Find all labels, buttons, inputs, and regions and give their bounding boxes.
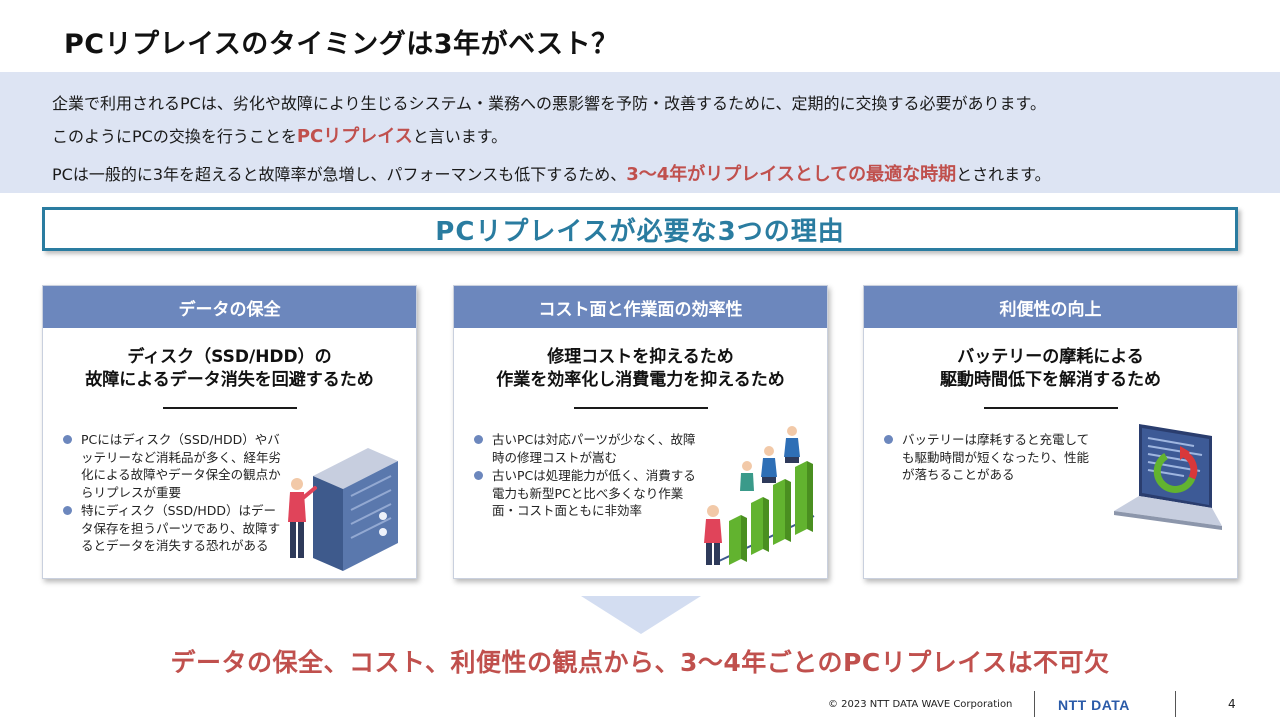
card-convenience: 利便性の向上 バッテリーの摩耗による 駆動時間低下を解消するため バッテリーは摩… [863, 285, 1238, 579]
bullet-item: 古いPCは処理能力が低く、消費する電力も新型PCと比べ多くなり作業面・コスト面と… [474, 467, 699, 520]
ntt-data-logo: NTT DATA [1058, 697, 1130, 713]
bullet-item: バッテリーは摩耗すると充電しても駆動時間が短くなったり、性能が落ちることがある [884, 431, 1094, 484]
card-header: 利便性の向上 [864, 286, 1237, 328]
intro-line-2: このようにPCの交換を行うことをPCリプレイスと言います。 [52, 122, 507, 148]
server-person-icon [288, 448, 398, 571]
card-bullet-list: PCにはディスク（SSD/HDD）やバッテリーなど消耗品が多く、経年劣化による故… [63, 431, 288, 556]
reasons-banner: PCリプレイスが必要な3つの理由 [42, 207, 1238, 251]
card-subtitle: バッテリーの摩耗による 駆動時間低下を解消するため [864, 346, 1237, 392]
page-number: 4 [1228, 697, 1236, 711]
intro-line-2-post: と言います。 [412, 127, 508, 146]
bullet-dot-icon [884, 435, 893, 444]
slide-title: PCリプレイスのタイミングは3年がベスト？ [64, 29, 619, 60]
bullet-text: PCにはディスク（SSD/HDD）やバッテリーなど消耗品が多く、経年劣化による故… [81, 432, 282, 500]
bullet-text: 古いPCは処理能力が低く、消費する電力も新型PCと比べ多くなり作業面・コスト面と… [492, 468, 696, 518]
card-data-protection: データの保全 ディスク（SSD/HDD）の 故障によるデータ消失を回避するため … [42, 285, 417, 579]
intro-band: 企業で利用されるPCは、劣化や故障により生じるシステム・業務への悪影響を予防・改… [0, 72, 1280, 193]
card-bullet-list: 古いPCは対応パーツが少なく、故障時の修理コストが嵩む 古いPCは処理能力が低く… [474, 431, 699, 521]
bullet-text: 古いPCは対応パーツが少なく、故障時の修理コストが嵩む [492, 432, 696, 465]
bullet-dot-icon [474, 435, 483, 444]
card-subtitle-line-2: 故障によるデータ消失を回避するため [85, 370, 374, 390]
laptop-refresh-icon [1114, 424, 1222, 530]
card-subtitle: ディスク（SSD/HDD）の 故障によるデータ消失を回避するため [43, 346, 416, 392]
card-divider [574, 407, 708, 409]
card-cost-efficiency: コスト面と作業面の効率性 修理コストを抑えるため 作業を効率化し消費電力を抑える… [453, 285, 828, 579]
down-arrow-icon [581, 596, 701, 634]
intro-line-3-pre: PCは一般的に3年を超えると故障率が急増し、パフォーマンスも低下するため、 [52, 165, 627, 184]
bullet-text: 特にディスク（SSD/HDD）はデータ保存を担うパーツであり、故障するとデータを… [81, 503, 281, 553]
bullet-dot-icon [474, 471, 483, 480]
intro-line-3-post: とされます。 [956, 165, 1051, 184]
bullet-text: バッテリーは摩耗すると充電しても駆動時間が短くなったり、性能が落ちることがある [902, 432, 1090, 482]
card-divider [984, 407, 1118, 409]
card-subtitle-line-1: 修理コストを抑えるため [547, 347, 734, 367]
bullet-dot-icon [63, 506, 72, 515]
intro-line-1: 企業で利用されるPCは、劣化や故障により生じるシステム・業務への悪影響を予防・改… [52, 94, 1046, 113]
bullet-item: PCにはディスク（SSD/HDD）やバッテリーなど消耗品が多く、経年劣化による故… [63, 431, 288, 501]
footer-divider [1175, 691, 1176, 717]
intro-line-3: PCは一般的に3年を超えると故障率が急増し、パフォーマンスも低下するため、3～4… [52, 160, 1051, 186]
footer-divider [1034, 691, 1035, 717]
footer-copyright: © 2023 NTT DATA WAVE Corporation [828, 699, 1013, 710]
card-subtitle-line-2: 作業を効率化し消費電力を抑えるため [496, 370, 785, 390]
card-header: コスト面と作業面の効率性 [454, 286, 827, 328]
card-subtitle-line-1: ディスク（SSD/HDD）の [127, 347, 332, 367]
card-divider [163, 407, 297, 409]
intro-line-3-highlight: 3～4年がリプレイスとしての最適な時期 [626, 164, 957, 185]
bullet-item: 特にディスク（SSD/HDD）はデータ保存を担うパーツであり、故障するとデータを… [63, 502, 288, 555]
intro-line-2-highlight: PCリプレイス [296, 126, 413, 147]
reasons-banner-text: PCリプレイスが必要な3つの理由 [435, 216, 845, 247]
bullet-item: 古いPCは対応パーツが少なく、故障時の修理コストが嵩む [474, 431, 699, 466]
conclusion-text: データの保全、コスト、利便性の観点から、3～4年ごとのPCリプレイスは不可欠 [170, 648, 1110, 677]
card-subtitle-line-2: 駆動時間低下を解消するため [940, 370, 1161, 390]
card-subtitle-line-1: バッテリーの摩耗による [957, 347, 1144, 367]
growth-chart-people-icon [704, 426, 815, 565]
card-bullet-list: バッテリーは摩耗すると充電しても駆動時間が短くなったり、性能が落ちることがある [884, 431, 1094, 485]
card-header: データの保全 [43, 286, 416, 328]
bullet-dot-icon [63, 435, 72, 444]
intro-line-2-pre: このようにPCの交換を行うことを [52, 127, 297, 146]
card-subtitle: 修理コストを抑えるため 作業を効率化し消費電力を抑えるため [454, 346, 827, 392]
